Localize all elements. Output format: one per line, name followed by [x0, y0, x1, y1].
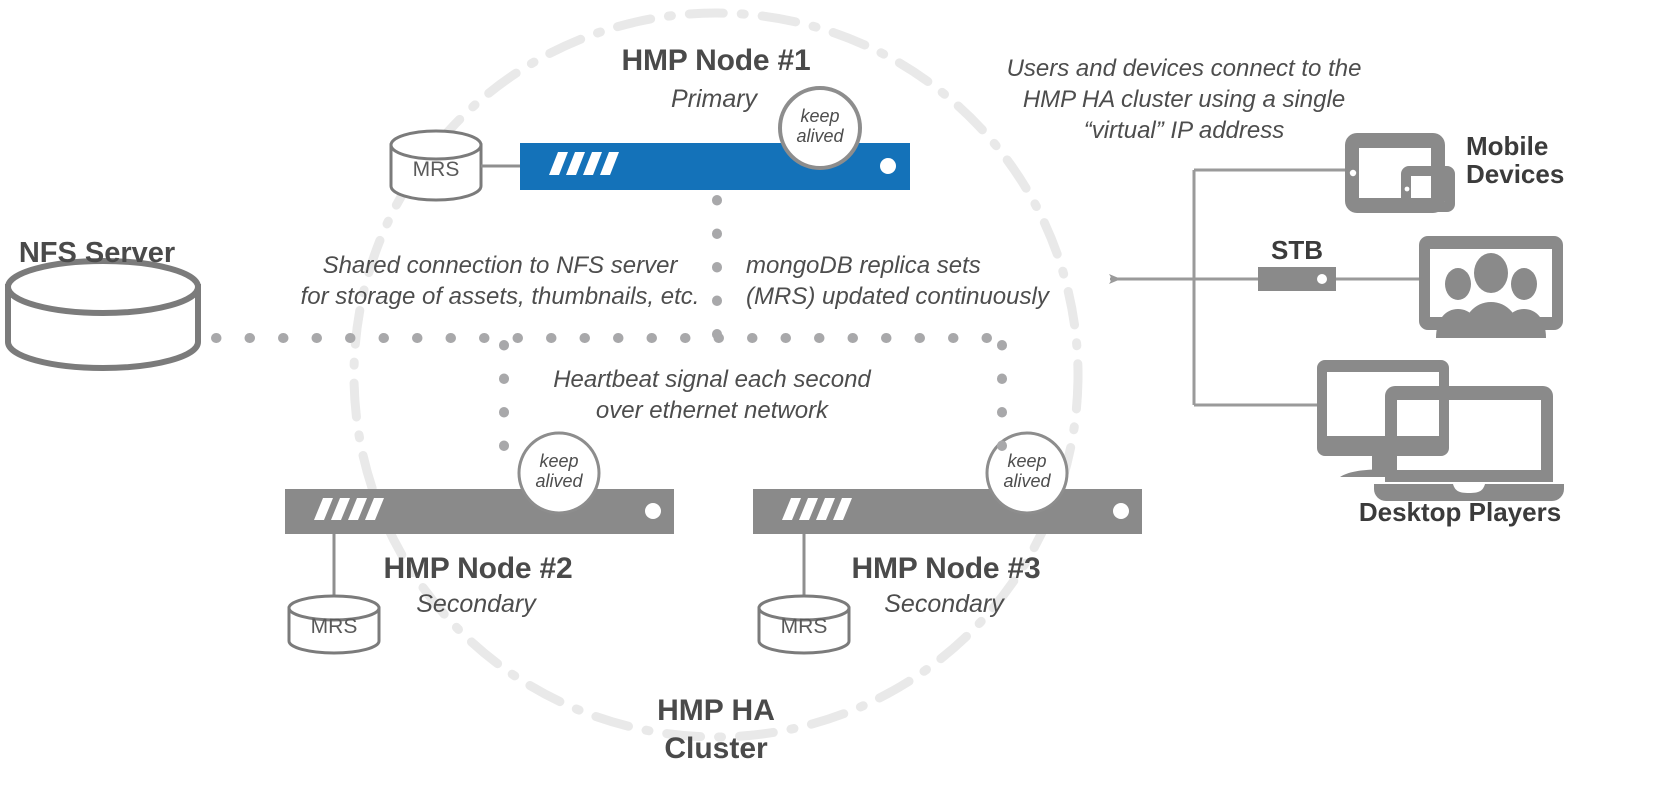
laptop-icon [1374, 386, 1564, 501]
nfs-server-cylinder [5, 258, 201, 371]
node3-role: Secondary [884, 590, 1004, 618]
clients-note-line3: “virtual” IP address [1083, 117, 1285, 144]
node3-status-led [1113, 503, 1129, 519]
node2-chassis [285, 489, 674, 534]
node3-keepalived-badge: keep alived [987, 451, 1067, 491]
node3-title: HMP Node #3 [851, 552, 1041, 585]
heartbeat-note: Heartbeat signal each second over ethern… [553, 364, 871, 426]
desktop-monitor-icon [1317, 360, 1449, 477]
node3-mrs-label: MRS [780, 615, 828, 638]
mobile-devices-label-line1: Mobile [1466, 131, 1549, 161]
node3-keepalived-line1: keep [1007, 451, 1047, 471]
node2-role: Secondary [416, 590, 536, 618]
stb-icon [1258, 267, 1336, 291]
virtual-ip-note: Users and devices connect to the HMP HA … [1007, 53, 1362, 146]
cluster-label-line2: Cluster [664, 732, 768, 765]
node1-vent-icon [549, 152, 619, 175]
nfs-server-label: NFS Server [18, 237, 176, 269]
node2-vent-icon [314, 498, 384, 520]
node1-role: Primary [670, 85, 758, 113]
node2-keepalived-badge: keep alived [519, 451, 599, 491]
node2-keepalived-line1: keep [539, 451, 579, 471]
mongo-note-line2: (MRS) updated continuously [746, 283, 1049, 310]
mongodb-replica-note: mongoDB replica sets (MRS) updated conti… [746, 250, 1049, 312]
node2-mrs-label: MRS [310, 615, 358, 638]
node1-keepalived-line1: keep [800, 106, 840, 126]
clients-note-line1: Users and devices connect to the [1006, 55, 1362, 82]
node1-keepalived-line2: alived [796, 126, 844, 146]
node3-vent-icon [782, 498, 852, 520]
node1-mrs-label: MRS [412, 158, 460, 181]
heartbeat-line1: Heartbeat signal each second [553, 366, 871, 393]
nfs-note-line2: for storage of assets, thumbnails, etc. [300, 283, 700, 310]
client-network-lines [1109, 168, 1420, 407]
cluster-label: HMP HA Cluster [657, 692, 775, 768]
mongo-note-line1: mongoDB replica sets [746, 252, 981, 279]
nfs-shared-connection-note: Shared connection to NFS server for stor… [301, 250, 700, 312]
tv-with-viewers-icon [1419, 236, 1563, 338]
desktop-players-label: Desktop Players [1358, 497, 1562, 527]
node1-chassis [520, 143, 910, 190]
mobile-devices-label-line2: Devices [1466, 159, 1565, 189]
node1-title: HMP Node #1 [621, 44, 811, 77]
node3-chassis [753, 489, 1142, 534]
node2-keepalived-line2: alived [535, 471, 583, 491]
mobile-devices-label: Mobile Devices [1466, 132, 1564, 188]
node1-keepalived-badge: keep alived [780, 106, 860, 146]
stb-label: STB [1271, 235, 1323, 265]
mobile-devices-icon [1345, 133, 1455, 213]
node2-status-led [645, 503, 661, 519]
node3-keepalived-line2: alived [1003, 471, 1051, 491]
node1-status-led [880, 158, 896, 174]
nfs-note-line1: Shared connection to NFS server [322, 252, 678, 279]
node2-title: HMP Node #2 [383, 552, 573, 585]
heartbeat-line2: over ethernet network [595, 397, 829, 424]
cluster-label-line1: HMP HA [657, 694, 775, 727]
clients-note-line2: HMP HA cluster using a single [1022, 86, 1346, 113]
